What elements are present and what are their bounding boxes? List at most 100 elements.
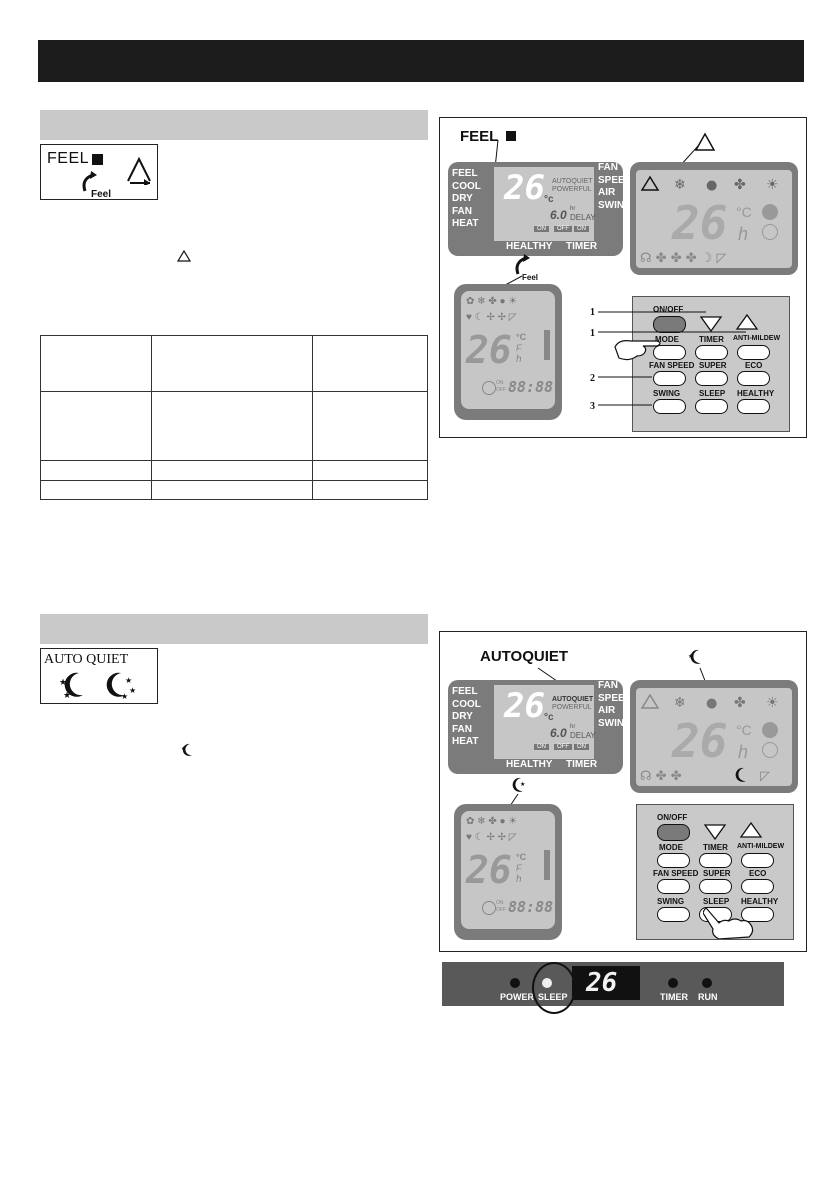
- timer-label: TIMER: [660, 992, 688, 1002]
- feel-square-icon: [92, 154, 103, 165]
- temp-up-button[interactable]: [739, 821, 763, 839]
- small-remote-signal-icon: [544, 850, 550, 880]
- svg-text:❄: ❄: [674, 177, 686, 193]
- spec-table: [40, 335, 428, 500]
- remote-keypad: ON/OFF MODE TIMER ANTI-MILDEW FAN SPEED …: [636, 804, 794, 940]
- indoor-display-panel: FEEL COOL DRY FAN HEAT FAN SPEED AIR SWI…: [448, 680, 632, 774]
- mode-feel: FEEL: [452, 686, 478, 697]
- eco-button[interactable]: [741, 879, 774, 894]
- mode-dry: DRY: [452, 711, 473, 722]
- mode-button[interactable]: [657, 853, 690, 868]
- small-remote-unit-f: F: [516, 863, 522, 873]
- right-label: FAN: [598, 162, 618, 173]
- sleep-label: SLEEP: [703, 897, 730, 906]
- anti-mildew-label: ANTI-MILDEW: [733, 335, 781, 342]
- sleep-highlight-circle: [532, 962, 576, 1014]
- svg-text:✤: ✤: [734, 695, 746, 711]
- healthy-button[interactable]: [741, 907, 774, 922]
- mode-label: MODE: [659, 843, 683, 852]
- indoor-powerful: POWERFUL: [552, 704, 592, 711]
- right-label: AIR: [598, 705, 616, 716]
- step-number: 2: [590, 373, 595, 384]
- onoff-label: ON/OFF: [657, 813, 688, 822]
- svg-text:★: ★: [129, 686, 136, 695]
- feel-label: FEEL: [47, 150, 90, 167]
- small-remote-unit-f: F: [516, 343, 522, 353]
- small-remote-temp: 26: [466, 328, 512, 372]
- indoor-temp: 26: [504, 168, 545, 208]
- small-remote-unit-c: °C: [516, 332, 527, 342]
- eco-button[interactable]: [737, 371, 770, 386]
- small-remote-signal-icon: [544, 330, 550, 360]
- small-remote: ✿ ❄ ✤ ● ☀ ♥ ☾ ✢ ✢ ◸ 26 °C F h ON OFF 88:…: [454, 804, 562, 940]
- indoor-off: OFF: [554, 744, 572, 750]
- indoor-delay-unit: hr: [570, 206, 576, 212]
- mode-heat: HEAT: [452, 736, 479, 747]
- indoor-on2: ON: [574, 744, 589, 750]
- sleep-button[interactable]: [695, 399, 728, 414]
- small-remote: ✿ ❄ ✤ ● ☀ ♥ ☾ ✢ ✢ ◸ 26 °C F h ON OFF 88:…: [454, 284, 562, 420]
- eco-label: ECO: [745, 361, 763, 370]
- fan-speed-button[interactable]: [657, 879, 690, 894]
- mode-button[interactable]: [653, 345, 686, 360]
- step-line: [598, 404, 652, 406]
- indoor-autoquiet: AUTOQUIET: [552, 178, 593, 185]
- timer-button[interactable]: [695, 345, 728, 360]
- run-led: [702, 978, 712, 988]
- timer-led: [668, 978, 678, 988]
- anti-mildew-button[interactable]: [741, 853, 774, 868]
- table-cell: [312, 335, 428, 392]
- fan-speed-button[interactable]: [653, 371, 686, 386]
- table-row: [40, 460, 428, 481]
- super-button[interactable]: [695, 371, 728, 386]
- pointing-hand-icon: [614, 340, 661, 361]
- swing-label: SWING: [653, 389, 681, 398]
- power-led: [510, 978, 520, 988]
- figure-autoquiet: AUTOQUIET FEEL COOL DRY FAN HEAT FAN SPE…: [439, 631, 807, 952]
- table-cell: [40, 460, 152, 481]
- fan-speed-label: FAN SPEED: [649, 361, 695, 370]
- small-remote-lcd: [461, 811, 555, 929]
- small-remote-icons: ✿ ❄ ✤ ● ☀: [466, 296, 518, 307]
- temp-down-button[interactable]: [699, 315, 723, 333]
- step-line: [598, 311, 706, 313]
- svg-text:★: ★: [520, 781, 525, 788]
- mode-heat: HEAT: [452, 218, 479, 229]
- quiet-moon-icons: ★ ★ ★ ★ ★: [59, 672, 136, 701]
- onoff-label: ON/OFF: [653, 305, 684, 314]
- small-remote-on: ON: [496, 900, 504, 906]
- callout-moon-icon: ★: [688, 649, 701, 664]
- small-remote-unit-h: h: [516, 354, 522, 365]
- anti-mildew-button[interactable]: [737, 345, 770, 360]
- timer-label: TIMER: [699, 335, 724, 344]
- callout-feel-person-icon: Feel: [515, 254, 538, 282]
- display-temp: 26: [586, 968, 618, 998]
- svg-text:Feel: Feel: [522, 273, 538, 282]
- small-remote-icons-2: ♥ ☾ ✢ ✢ ◸: [466, 832, 517, 843]
- swing-button[interactable]: [653, 399, 686, 414]
- swing-button[interactable]: [657, 907, 690, 922]
- remote-lcd-panel: ❄ ● ✤ ☀ 26 °C h ☊ ✤ ✤ ✤ ☽ ◸: [630, 162, 798, 275]
- table-cell: [151, 391, 313, 461]
- timer-button[interactable]: [699, 853, 732, 868]
- table-cell: [40, 391, 152, 461]
- section-title-bar: [40, 110, 428, 140]
- indoor-mode-list: FEEL COOL DRY FAN HEAT: [452, 168, 481, 231]
- autoquiet-icon-box: AUTO QUIET ★ ★ ★ ★ ★: [40, 648, 158, 704]
- remote-unit-c: °C: [736, 722, 752, 738]
- callout-quiet-moon-icon: ★: [512, 777, 525, 792]
- section-title-bar: [40, 614, 428, 644]
- indoor-right-labels: FAN SPEED AIR SWING: [598, 162, 632, 212]
- temp-down-button[interactable]: [703, 823, 727, 841]
- remote-temp: 26: [672, 714, 728, 768]
- healthy-button[interactable]: [737, 399, 770, 414]
- onoff-button[interactable]: [657, 824, 690, 841]
- callout-autoquiet-label: AUTOQUIET: [480, 648, 569, 665]
- super-button[interactable]: [699, 879, 732, 894]
- right-label: SWING: [598, 199, 632, 211]
- temp-up-button[interactable]: [735, 313, 759, 331]
- mode-feel: FEEL: [452, 168, 478, 179]
- healthy-label: HEALTHY: [737, 389, 775, 398]
- moon-stars-icon: ★: [181, 743, 192, 756]
- triangle-cycle-icon: [127, 156, 151, 185]
